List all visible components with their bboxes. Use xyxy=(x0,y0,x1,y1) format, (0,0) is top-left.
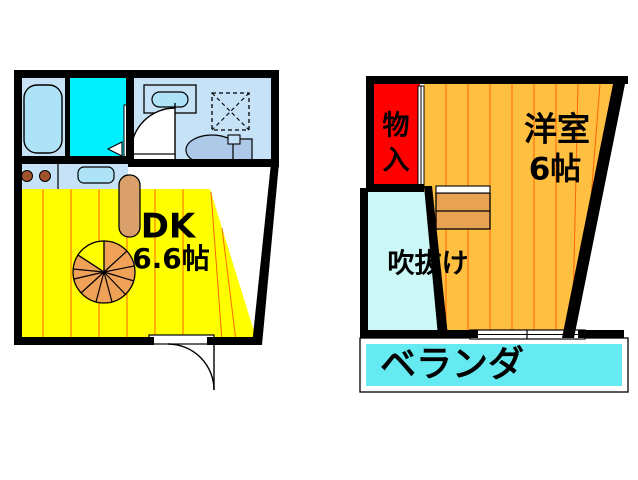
western-room-label-primary: 洋室 xyxy=(524,110,590,149)
refrigerator-icon xyxy=(118,174,141,238)
floor1-walls xyxy=(14,70,279,345)
bathtub-icon xyxy=(23,84,63,154)
dining-kitchen-label-primary: DK xyxy=(141,207,197,247)
western-room-label-area: 6帖 xyxy=(529,152,582,188)
washbasin-icon xyxy=(143,84,197,114)
washer-space-icon xyxy=(211,92,250,131)
dk-floorboard-lines xyxy=(42,189,237,342)
kitchen-sink-icon xyxy=(77,166,115,184)
toilet-icon xyxy=(185,134,253,167)
western-room-floor xyxy=(424,84,621,332)
storage-closet-label-line2: 入 xyxy=(383,146,410,177)
dining-kitchen-floor xyxy=(18,189,257,341)
open-ceiling-void-floor xyxy=(366,192,442,330)
storage-closet-floor xyxy=(372,84,420,188)
veranda-label: ベランダ xyxy=(380,344,524,385)
dining-kitchen-label-area: 6.6帖 xyxy=(132,242,210,275)
room-dining-kitchen xyxy=(18,189,257,342)
floor2-plan xyxy=(359,76,629,393)
storage-closet-label-line1: 物 xyxy=(383,111,410,142)
floor2-walls xyxy=(360,76,628,338)
stair-landing-icon xyxy=(435,185,491,230)
stove-icon xyxy=(21,170,51,182)
spiral-stair-icon xyxy=(72,240,136,304)
floor1-plan xyxy=(14,70,279,391)
open-ceiling-void-label: 吹抜け xyxy=(388,249,469,280)
veranda-floor xyxy=(366,344,622,386)
closet-door-icon xyxy=(417,85,425,187)
